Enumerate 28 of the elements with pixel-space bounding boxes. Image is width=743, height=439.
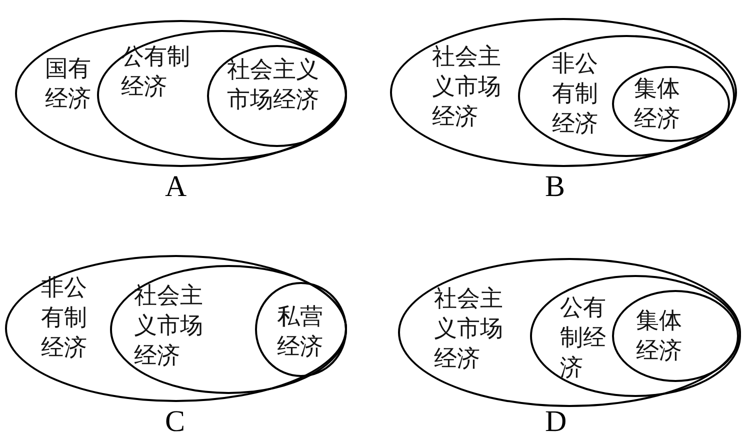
oval-region [207, 45, 347, 147]
region-label: 非公有制经济 [41, 274, 88, 363]
region-label: 集体经济 [634, 75, 681, 134]
option-letter: A [165, 170, 187, 204]
option-letter: C [165, 405, 186, 439]
oval-region [15, 20, 347, 167]
region-label: 私营经济 [277, 303, 324, 362]
region-label: 国有经济 [45, 55, 92, 114]
region-label: 公有制经济 [560, 294, 607, 383]
oval-region [612, 290, 739, 382]
region-label: 集体经济 [636, 307, 683, 366]
oval-region [518, 35, 735, 157]
option-letter: D [545, 405, 567, 439]
region-label: 非公有制经济 [552, 50, 599, 139]
oval-region [110, 265, 347, 394]
oval-region [255, 282, 347, 377]
oval-region [398, 258, 741, 407]
region-label: 社会主义市场经济 [134, 282, 204, 371]
region-label: 社会主义市场经济 [434, 285, 504, 374]
region-label: 公有制经济 [121, 43, 191, 102]
oval-region [97, 30, 347, 160]
region-label: 社会主义市场经济 [227, 56, 320, 115]
option-letter: B [545, 170, 566, 204]
region-label: 社会主义市场经济 [432, 43, 502, 132]
oval-region [390, 18, 737, 167]
oval-region [5, 255, 347, 402]
oval-region [530, 275, 741, 397]
oval-region [612, 66, 730, 142]
